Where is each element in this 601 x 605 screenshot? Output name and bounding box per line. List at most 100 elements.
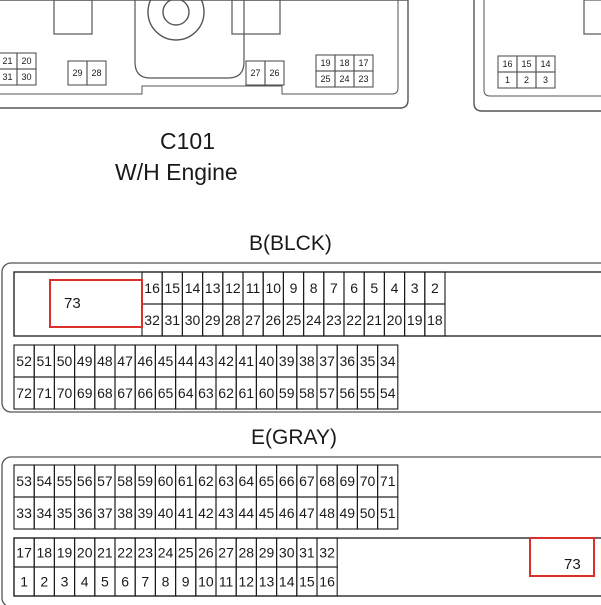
c101-center-ring-outer (147, 0, 205, 41)
c101-cell-30 (16, 68, 37, 86)
connector-e-pin-14: 14 (279, 574, 295, 590)
connector-b-pin-67: 67 (117, 385, 133, 401)
connector-b-pin-69: 69 (77, 385, 93, 401)
connector-b-pin-23: 23 (326, 312, 342, 328)
c101-pin-23: 23 (358, 74, 368, 84)
connector-e-pin-68: 68 (319, 473, 335, 489)
connector-e-pin-19: 19 (57, 545, 73, 561)
c101-pin-18: 18 (339, 58, 349, 68)
connector-b-pin-62: 62 (218, 385, 234, 401)
c101-pin-21: 21 (2, 56, 12, 66)
connector-b-pin-49: 49 (77, 353, 93, 369)
connector-e-pin-56: 56 (77, 473, 93, 489)
connector-e-pin-10: 10 (198, 574, 214, 590)
c101-latch-left (53, 0, 93, 35)
connector-e-pin-48: 48 (319, 505, 335, 521)
connector-b-pin-34: 34 (380, 353, 396, 369)
connector-e-pin-13: 13 (259, 574, 275, 590)
connector-e-pin-17: 17 (16, 545, 32, 561)
connector-b-pin-21: 21 (367, 312, 383, 328)
connector-e-pin-8: 8 (162, 574, 170, 590)
c101-pin-29: 29 (72, 68, 82, 78)
c101-connector-name: W/H Engine (115, 159, 238, 185)
connector-e-pin-36: 36 (77, 505, 93, 521)
connector-e-pin-73-label: 73 (564, 556, 581, 573)
connector-e-pin-58: 58 (117, 473, 133, 489)
connector-e-pin-12: 12 (239, 574, 255, 590)
connector-b-pin-65: 65 (158, 385, 174, 401)
connector-b-pin-48: 48 (97, 353, 113, 369)
connector-e-pin-43: 43 (218, 505, 234, 521)
connector-e-highlight-box (529, 537, 595, 577)
connector-e-pin-11: 11 (219, 574, 234, 590)
connector-b-pin-44: 44 (178, 353, 194, 369)
connector-b-pin-50: 50 (57, 353, 73, 369)
connector-b-pin-16: 16 (144, 280, 160, 296)
connector-b-pin-4: 4 (391, 280, 399, 296)
c101-center-ring-inner (162, 0, 190, 26)
connector-b-pin-3: 3 (411, 280, 419, 296)
connector-e-pin-28: 28 (239, 545, 255, 561)
partial-connector-latch (583, 0, 601, 35)
connector-b-pin-56: 56 (340, 385, 356, 401)
connector-e-pin-7: 7 (141, 574, 149, 590)
connector-b-pin-36: 36 (340, 353, 356, 369)
c101-inner-outline (0, 0, 399, 95)
connector-e-pin-54: 54 (37, 473, 53, 489)
connector-e-pin-70: 70 (360, 473, 376, 489)
connector-e-pin-49: 49 (340, 505, 356, 521)
connector-b-pin-9: 9 (290, 280, 298, 296)
connector-e-pin-16: 16 (319, 574, 335, 590)
connector-e-pin-27: 27 (218, 545, 234, 561)
c101-pin-20: 20 (21, 56, 31, 66)
connector-e-pin-47: 47 (299, 505, 315, 521)
connector-e-pin-3: 3 (61, 574, 69, 590)
partial-connector-pin-15: 15 (521, 59, 531, 69)
connector-b-pin-26: 26 (266, 312, 282, 328)
connector-e-pin-44: 44 (239, 505, 255, 521)
connector-b-pin-18: 18 (427, 312, 443, 328)
connector-b-title: B(BLCK) (249, 232, 332, 255)
connector-b-pin-51: 51 (37, 353, 53, 369)
connector-b-pin-45: 45 (158, 353, 174, 369)
connector-b-pin-42: 42 (218, 353, 234, 369)
connector-e-pin-41: 41 (178, 505, 194, 521)
connector-e-pin-24: 24 (158, 545, 174, 561)
connector-e-pin-38: 38 (117, 505, 133, 521)
connector-b-pin-30: 30 (185, 312, 201, 328)
connector-e-pin-40: 40 (158, 505, 174, 521)
connector-e-pin-61: 61 (178, 473, 194, 489)
connector-e-pin-18: 18 (37, 545, 53, 561)
connector-b-pin-37: 37 (319, 353, 335, 369)
connector-b-pin-25: 25 (286, 312, 302, 328)
c101-cell-28 (86, 60, 107, 86)
connector-b-pin-41: 41 (239, 353, 255, 369)
connector-e-pin-53: 53 (16, 473, 32, 489)
connector-b-pin-70: 70 (57, 385, 73, 401)
connector-b-pin-66: 66 (138, 385, 154, 401)
connector-e-pin-33: 33 (16, 505, 32, 521)
connector-e-pin-22: 22 (117, 545, 133, 561)
connector-b-pin-46: 46 (138, 353, 154, 369)
partial-connector-pin-1: 1 (505, 75, 510, 85)
connector-e-pin-21: 21 (97, 545, 113, 561)
connector-e-pin-5: 5 (101, 574, 109, 590)
connector-e-pin-35: 35 (57, 505, 73, 521)
connector-e-pin-63: 63 (218, 473, 234, 489)
connector-e-pin-69: 69 (340, 473, 356, 489)
connector-e-pin-30: 30 (279, 545, 295, 561)
connector-e-pin-20: 20 (77, 545, 93, 561)
connector-b-pin-8: 8 (310, 280, 318, 296)
connector-b-pin-6: 6 (350, 280, 358, 296)
connector-b-pin-59: 59 (279, 385, 295, 401)
connector-e-pin-46: 46 (279, 505, 295, 521)
connector-b-pin-20: 20 (387, 312, 403, 328)
connector-b-pin-10: 10 (266, 280, 282, 296)
connector-b-pin-27: 27 (245, 312, 261, 328)
